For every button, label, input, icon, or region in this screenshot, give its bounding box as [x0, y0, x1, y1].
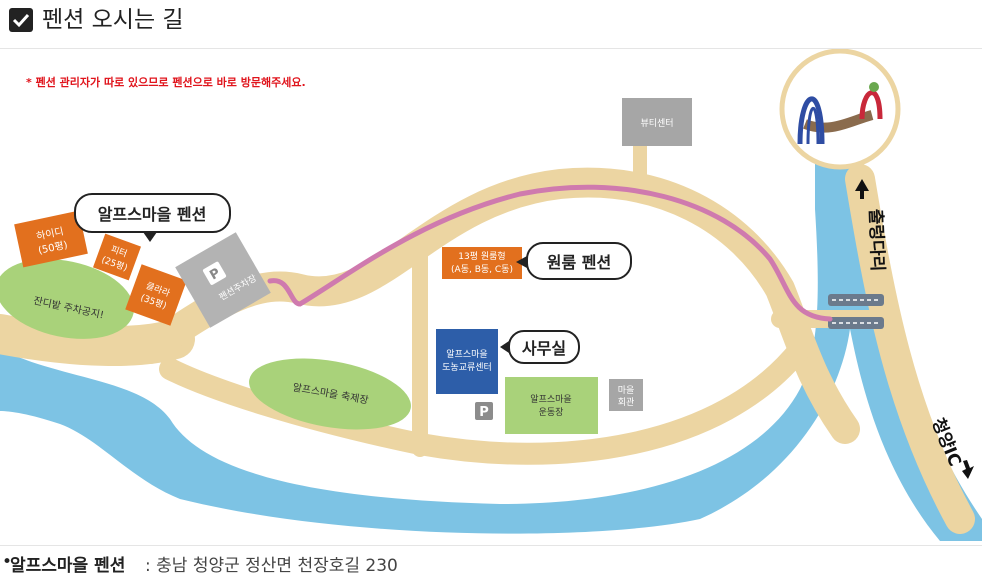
clara-building: 클라라 (35평): [125, 264, 187, 326]
oneroom-label-1: 13평 원룸형: [458, 251, 505, 262]
center-label-2: 도농교류센터: [442, 362, 492, 373]
beauty-center-label: 뷰티센터: [640, 118, 673, 129]
map-canvas: 잔디밭 주차공지! 알프스마을 축제장 알프스마을 운동장 하이디 (50평) …: [0, 49, 982, 541]
oneroom-pension-callout: 원룸 펜션: [516, 242, 632, 280]
village-hall: 마을 회관: [609, 379, 643, 411]
grass-parking-area: [0, 259, 134, 339]
pension-address: : 충남 청양군 정산면 천장호길 230: [145, 556, 398, 576]
pension-name: 알프스마을 펜션: [10, 556, 126, 576]
bullet: •: [2, 552, 13, 572]
alps-pension-callout: 알프스마을 펜션: [74, 193, 231, 242]
center-parking-letter: P: [479, 405, 489, 420]
alps-pension-callout-text: 알프스마을 펜션: [98, 205, 207, 224]
office-callout: 사무실: [500, 330, 580, 364]
playground-label-1: 알프스마을: [530, 394, 571, 405]
center-label-1: 알프스마을: [446, 349, 487, 360]
roads: [0, 132, 975, 534]
office-callout-text: 사무실: [522, 339, 566, 358]
arrow-down-icon: [962, 460, 974, 479]
playground-label-2: 운동장: [539, 407, 564, 418]
hall-label-2: 회관: [618, 397, 635, 408]
piter-building: 피터 (25평): [92, 233, 142, 281]
haidi-building: 하이디 (50평): [14, 210, 88, 268]
directions-map: 잔디밭 주차공지! 알프스마을 축제장 알프스마을 운동장 하이디 (50평) …: [0, 49, 982, 541]
route-line: [267, 184, 833, 322]
oneroom-building: 13평 원룸형 (A동, B동, C동): [442, 247, 522, 279]
exchange-center: 알프스마을 도농교류센터: [436, 329, 498, 394]
hall-label-1: 마을: [618, 385, 635, 396]
chulleong-bridge-label: 출렁다리: [865, 208, 888, 271]
page-header: 펜션 오시는 길: [0, 0, 982, 49]
pension-parking: P 펜션주차장: [175, 232, 271, 328]
page-title: 펜션 오시는 길: [42, 7, 184, 33]
piter-label: 피터: [109, 244, 128, 260]
festival-ground-area: [249, 358, 411, 430]
oneroom-label-2: (A동, B동, C동): [451, 264, 513, 275]
bridge: [828, 294, 884, 329]
oneroom-pension-callout-text: 원룸 펜션: [547, 253, 611, 272]
bridge-inset: [779, 49, 901, 170]
checkbox-icon: [9, 8, 33, 32]
address-bar: • 알프스마을 펜션 : 충남 청양군 정산면 천장호길 230: [0, 545, 982, 580]
arrow-up-icon: [855, 179, 869, 199]
visit-notice: * 펜션 관리자가 따로 있으므로 펜션으로 바로 방문해주세요.: [26, 75, 306, 89]
center-parking: P: [475, 402, 493, 420]
playground-area: [505, 377, 598, 434]
beauty-center: 뷰티센터: [622, 98, 692, 146]
